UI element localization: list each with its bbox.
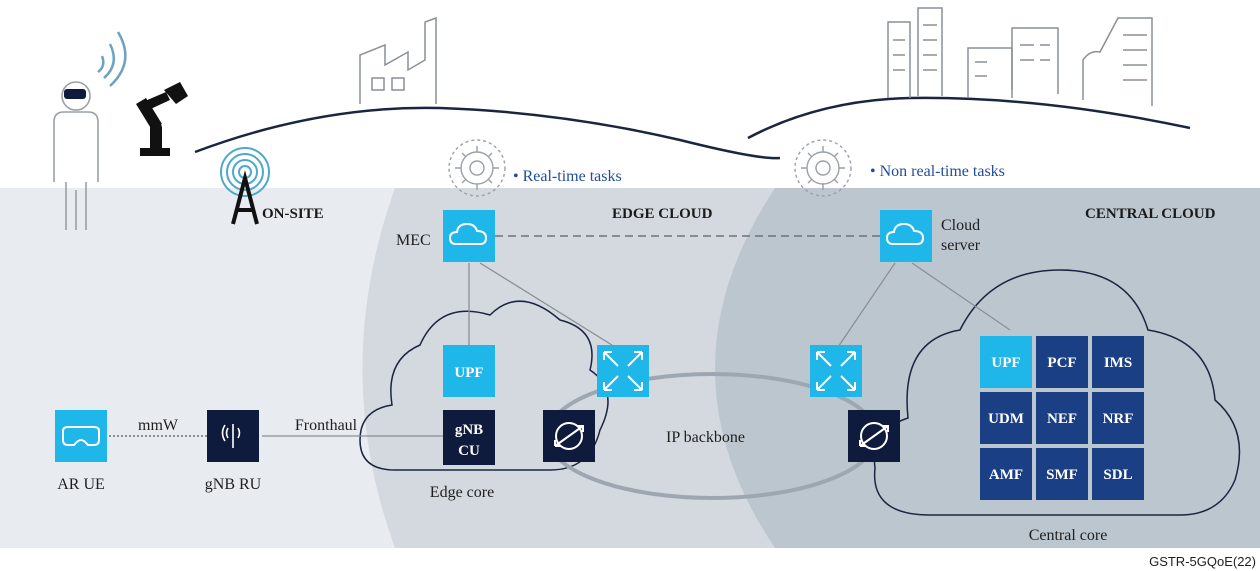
nf-box-pcf-label: PCF [1047,355,1076,371]
nf-box-ims-label: IMS [1104,355,1132,371]
edge-upf-box [443,345,495,397]
nf-box-udm-label: UDM [988,411,1024,427]
router-arrows-icon-edge [597,345,649,397]
nf-box-smf [1036,448,1088,500]
router-arrows-icon-central [810,345,862,397]
gnb-cu-label-2: CU [458,443,480,459]
task-real-time: • Real-time tasks [513,168,622,185]
radio-tower-icon [220,147,270,225]
nf-box-udm [980,392,1032,444]
headset-icon [62,426,100,446]
link-server-upf [911,262,1011,331]
nf-box-amf-label: AMF [989,467,1023,483]
cloud-icon [885,222,925,245]
antenna-icon [221,424,241,448]
zone-label-edge: EDGE CLOUD [612,206,713,222]
edge-upf-label: UPF [454,365,483,381]
nf-box-nef-label: NEF [1047,411,1077,427]
nf-box-nrf [1092,392,1144,444]
wifi-icon [97,31,127,87]
nf-box-sdl [1092,448,1144,500]
robot-arm-icon [136,82,188,156]
hill-line-right [747,96,1191,140]
figure-credit: GSTR-5GQoE(22) [1149,554,1256,569]
gnb-ru-label: gNB RU [205,476,262,493]
cloud-server-label-2: server [941,237,981,254]
nf-box-pcf [1036,336,1088,388]
link-server-router [835,262,896,351]
nf-box-ims [1092,336,1144,388]
task-non-real-time: • Non real-time tasks [870,163,1005,180]
ip-backbone-label: IP backbone [666,429,745,446]
mmw-label: mmW [138,417,179,434]
factory-icon [359,16,437,104]
fronthaul-label: Fronthaul [295,417,358,434]
cloud-icon [448,222,488,245]
nf-box-nrf-label: NRF [1103,411,1134,427]
skyline [194,7,1191,160]
edge-core-cloud [359,300,609,471]
nf-box-smf-label: SMF [1046,467,1078,483]
links [105,235,1011,437]
ar-ue-label: AR UE [57,476,105,493]
central-core-functions: UPF PCF IMS UDM NEF NRF AMF SMF SDL [980,336,1144,500]
link-mec-router [479,262,621,351]
switch-icon-central [848,410,900,462]
nf-box-nef [1036,392,1088,444]
gear-icon-central [794,139,852,197]
zone-label-onsite: ON-SITE [262,206,324,222]
mec-label: MEC [396,232,431,249]
central-core-label: Central core [1029,527,1108,544]
nf-box-upf [980,336,1032,388]
nf-box-upf-label: UPF [991,355,1020,371]
gnb-cu-box [443,410,495,465]
gnb-cu-label-1: gNB [455,422,483,438]
nf-box-sdl-label: SDL [1103,467,1132,483]
person-icon [53,81,99,230]
switch-icon-edge [543,410,595,462]
gear-icon-edge [448,139,506,197]
zone-label-central: CENTRAL CLOUD [1085,206,1216,222]
cloud-server-label-1: Cloud [941,217,980,234]
nf-box-amf [980,448,1032,500]
person-headset-icon [64,89,86,99]
edge-core-label: Edge core [430,484,494,501]
hill-line-left [194,106,781,160]
city-buildings-icon [887,7,1153,106]
